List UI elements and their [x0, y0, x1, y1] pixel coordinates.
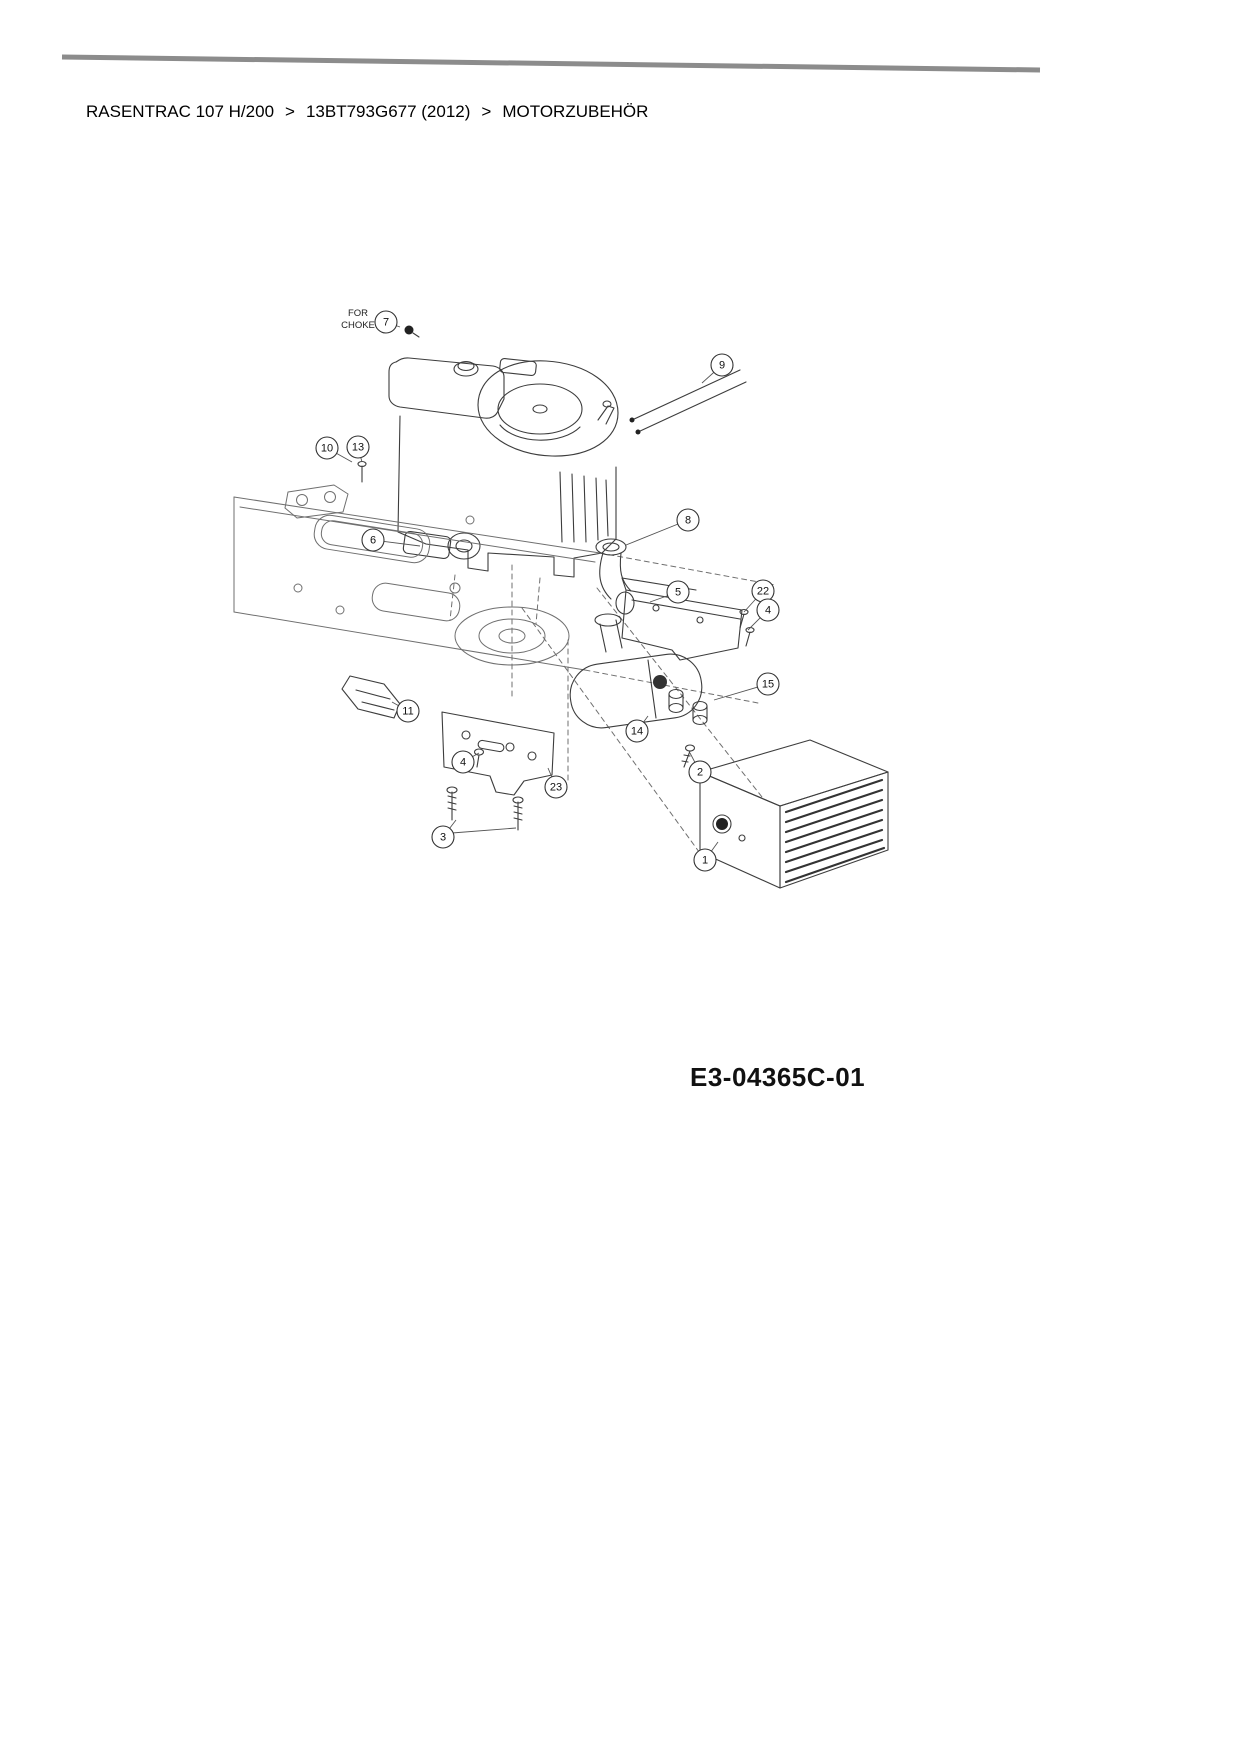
svg-text:7: 7	[383, 317, 389, 329]
choke-label-line2: CHOKE	[341, 320, 375, 331]
svg-text:10: 10	[321, 443, 333, 455]
svg-text:2: 2	[697, 767, 703, 779]
top-divider	[61, 54, 1041, 73]
exhaust-elbow	[595, 538, 635, 615]
callout-3[interactable]: 3	[431, 825, 455, 849]
construction-lines	[449, 564, 763, 857]
muffler	[569, 613, 703, 729]
callout-13[interactable]: 13	[346, 435, 370, 459]
callout-2[interactable]: 2	[688, 760, 712, 784]
callout-9[interactable]: 9	[710, 353, 734, 377]
breadcrumb: RASENTRAC 107 H/200 >13BT793G677 (2012) > M…	[86, 102, 648, 122]
choke-label-line1: FOR	[348, 308, 368, 319]
svg-text:4: 4	[765, 605, 771, 617]
callout-7[interactable]: 7	[374, 310, 398, 334]
callout-layer: 7 9 10 13 8 6 5 22 4 15 11 14 4 2 23 3 1	[315, 310, 780, 872]
engine-assembly	[388, 357, 619, 578]
svg-text:9: 9	[719, 360, 725, 372]
callout-4[interactable]: 4	[451, 750, 475, 774]
svg-text:22: 22	[757, 586, 769, 598]
breadcrumb-section: MOTORZUBEHÖR	[502, 102, 649, 121]
svg-text:11: 11	[402, 706, 413, 718]
callout-14[interactable]: 14	[625, 719, 649, 743]
fasteners	[357, 325, 755, 831]
callout-22[interactable]: 22	[751, 579, 775, 603]
callout-11[interactable]: 11	[396, 699, 420, 723]
duct-bracket	[341, 675, 401, 719]
spacers	[668, 688, 708, 726]
rear-grille	[699, 739, 889, 889]
callout-23[interactable]: 23	[544, 775, 568, 799]
callout-8[interactable]: 8	[676, 508, 700, 532]
svg-text:8: 8	[685, 515, 691, 527]
callout-5[interactable]: 5	[666, 580, 690, 604]
callout-4[interactable]: 4	[756, 598, 780, 622]
callout-6[interactable]: 6	[361, 528, 385, 552]
svg-text:4: 4	[460, 757, 466, 769]
callout-leader-3b	[451, 827, 517, 834]
breadcrumb-model[interactable]: RASENTRAC 107 H/200	[86, 102, 275, 121]
callout-10[interactable]: 10	[315, 436, 339, 460]
svg-text:3: 3	[440, 832, 446, 844]
callout-15[interactable]: 15	[756, 672, 780, 696]
svg-text:23: 23	[550, 782, 562, 794]
svg-text:14: 14	[631, 726, 643, 738]
diagram-code: E3-04365C-01	[690, 1062, 866, 1092]
grille-slats	[784, 778, 886, 884]
svg-text:5: 5	[675, 587, 681, 599]
svg-text:1: 1	[702, 855, 708, 867]
breadcrumb-separator: >	[481, 102, 492, 121]
callout-1[interactable]: 1	[693, 848, 717, 872]
svg-text:15: 15	[762, 679, 774, 691]
svg-text:6: 6	[370, 535, 376, 547]
breadcrumb-separator: >	[285, 102, 295, 121]
governor-rods	[629, 369, 747, 435]
svg-text:13: 13	[352, 442, 364, 454]
breadcrumb-article[interactable]: 13BT793G677 (2012)	[305, 102, 471, 121]
